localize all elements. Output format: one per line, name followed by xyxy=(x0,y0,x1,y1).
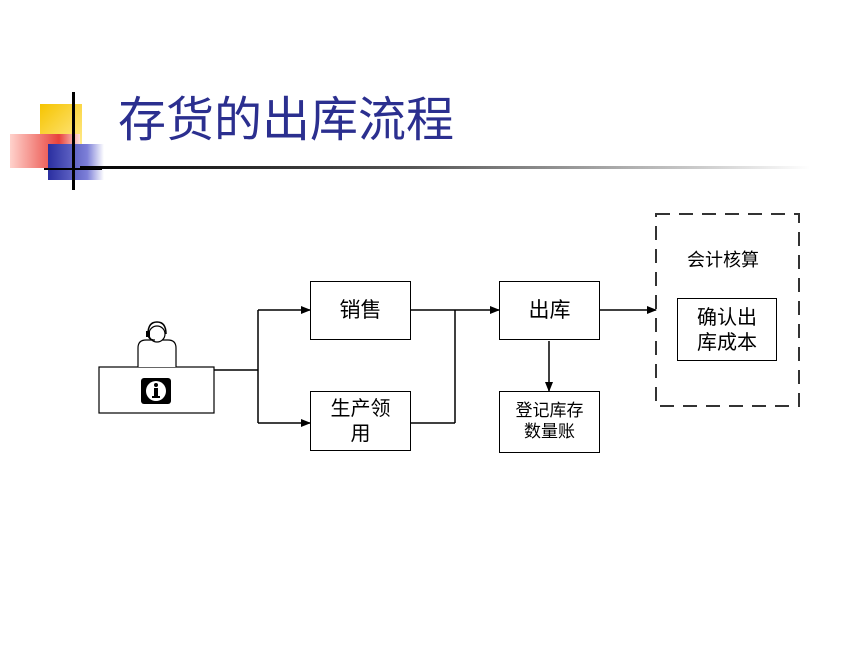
slide-title: 存货的出库流程 xyxy=(118,92,455,148)
node-outbound: 出库 xyxy=(499,281,600,340)
node-outbound-label: 出库 xyxy=(528,298,571,323)
accounting-group-label: 会计核算 xyxy=(687,250,759,271)
deco-blue-square xyxy=(48,144,104,180)
node-sales-label: 销售 xyxy=(339,298,382,323)
node-production: 生产领用 xyxy=(310,391,411,451)
deco-horizontal-line xyxy=(44,168,102,170)
deco-vertical-line xyxy=(72,92,75,190)
title-underline xyxy=(80,166,810,169)
node-confirm-cost: 确认出库成本 xyxy=(677,298,777,361)
info-icon xyxy=(141,378,171,404)
node-sales: 销售 xyxy=(310,281,411,340)
title-decoration xyxy=(0,92,130,202)
node-confirm-cost-label: 确认出库成本 xyxy=(697,304,757,354)
node-ledger-label: 登记库存数量账 xyxy=(515,400,584,442)
node-production-label: 生产领用 xyxy=(330,396,391,445)
node-ledger: 登记库存数量账 xyxy=(499,391,600,453)
accounting-group-border xyxy=(655,213,800,407)
